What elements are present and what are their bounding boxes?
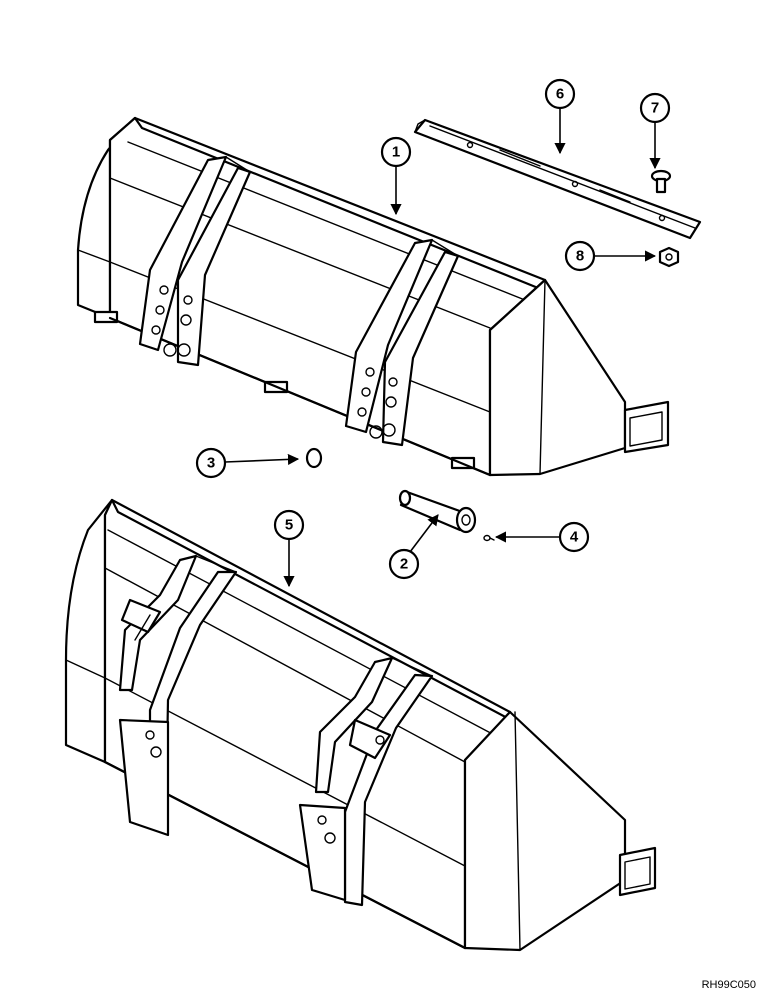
callout-4-label: 4 [570,529,579,546]
upper-bucket-left-bracket [138,155,252,367]
callout-7-label: 7 [651,100,659,117]
callout-6-label: 6 [556,86,564,103]
drawing-code: RH99C050 [702,979,756,991]
upper-bucket-right-bracket [344,238,460,447]
callout-6: 6 [544,78,576,155]
callout-5-label: 5 [285,517,293,534]
callout-1-label: 1 [392,144,400,161]
callout-4: 4 [494,521,590,553]
lower-bucket-left-bracket [118,554,238,837]
callout-1: 1 [380,136,412,216]
callout-8-label: 8 [576,248,584,265]
nut [658,246,680,268]
upper-bucket [76,116,670,477]
callout-2-label: 2 [400,556,408,573]
pin [398,489,477,534]
callout-8: 8 [564,240,657,272]
roll-pin [483,534,495,542]
callout-2: 2 [388,514,439,580]
callout-5: 5 [273,509,305,588]
edge-strip [413,118,702,240]
retaining-ring [305,447,323,469]
callout-3-label: 3 [207,455,215,472]
lower-bucket-right-bracket [298,656,434,907]
bolt [650,169,672,194]
callout-7: 7 [639,92,671,170]
callout-3: 3 [195,447,300,479]
lower-bucket [64,498,657,952]
